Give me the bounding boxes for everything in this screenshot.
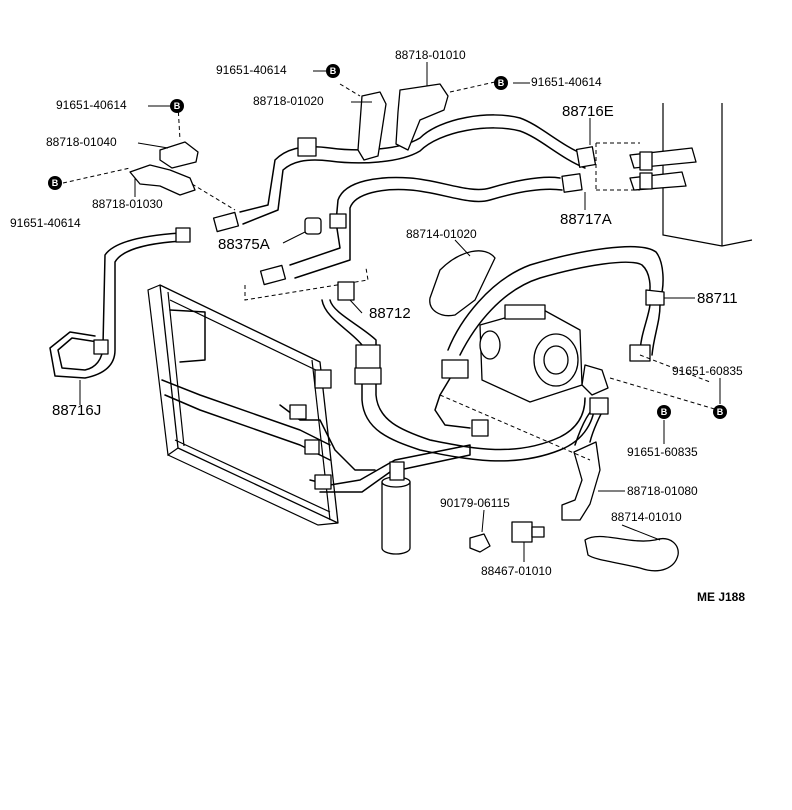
label-88714-01010: 88714-01010 xyxy=(611,510,682,524)
label-91651-60835-a: 91651-60835 xyxy=(672,364,743,378)
bolt-callout-b: B xyxy=(657,405,671,419)
label-88716j: 88716J xyxy=(52,402,102,419)
label-88717a: 88717A xyxy=(560,211,612,228)
hose-clamps-upper xyxy=(62,81,496,211)
bolt-callout-b: B xyxy=(713,405,727,419)
label-91651-40614-bottom: 91651-40614 xyxy=(10,216,81,230)
label-91651-40614-right: 91651-40614 xyxy=(531,75,602,89)
bracket-88718-01080 xyxy=(561,397,609,521)
pressure-switch-parts xyxy=(212,211,369,301)
guide-lines xyxy=(439,354,719,461)
bolt-callout-b: B xyxy=(170,99,184,113)
discharge-hose-88717a xyxy=(289,173,583,279)
label-88467-01010: 88467-01010 xyxy=(481,564,552,578)
leader-lines xyxy=(79,62,721,562)
hose-88714-01010 xyxy=(584,535,679,572)
label-91651-60835-b: 91651-60835 xyxy=(627,445,698,459)
label-88718-01030: 88718-01030 xyxy=(92,197,163,211)
bolt-callout-b: B xyxy=(48,176,62,190)
label-91651-40614-left: 91651-40614 xyxy=(56,98,127,112)
label-88712: 88712 xyxy=(369,305,411,322)
condenser xyxy=(147,284,339,526)
label-88714-01020: 88714-01020 xyxy=(406,227,477,241)
label-88716e: 88716E xyxy=(562,103,614,120)
compressor-hose-88711 xyxy=(441,245,665,379)
compressor xyxy=(479,304,609,403)
diagram-code: ME J188 xyxy=(697,590,746,604)
label-88718-01080: 88718-01080 xyxy=(627,484,698,498)
label-88711: 88711 xyxy=(697,290,738,307)
label-88718-01020: 88718-01020 xyxy=(253,94,324,108)
firewall-outline xyxy=(595,103,753,247)
bolt-callout-b: B xyxy=(326,64,340,78)
hose-88714-01020 xyxy=(429,250,496,317)
hose-88712 xyxy=(321,281,596,462)
liquid-tube-88716j xyxy=(49,227,191,379)
bolt-callout-b: B xyxy=(494,76,508,90)
receiver-dryer xyxy=(381,461,411,555)
label-88718-01040: 88718-01040 xyxy=(46,135,117,149)
liquid-lines xyxy=(279,374,489,493)
label-88375a: 88375A xyxy=(218,236,270,253)
suction-hose-88716e xyxy=(239,114,597,225)
label-91651-40614-top: 91651-40614 xyxy=(216,63,287,77)
label-88718-01010: 88718-01010 xyxy=(395,48,466,62)
label-90179-06115: 90179-06115 xyxy=(440,496,510,510)
pressure-switch-88467 xyxy=(469,521,545,553)
